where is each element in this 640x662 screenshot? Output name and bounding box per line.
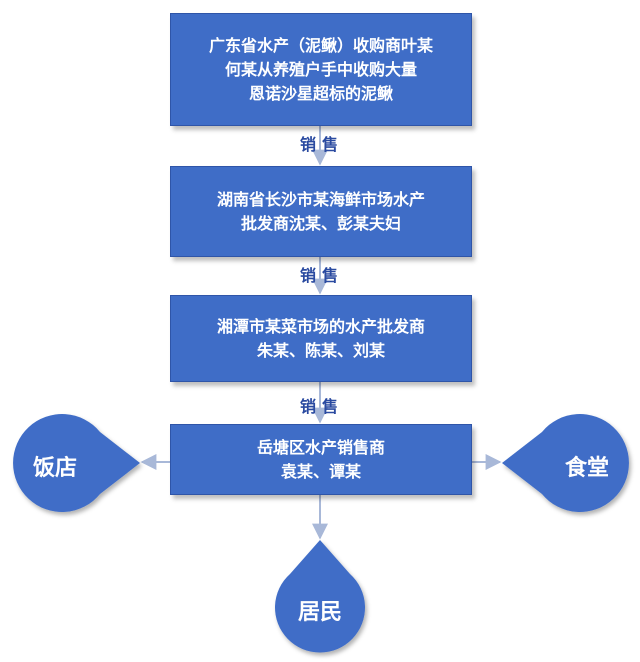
box-text-line: 何某从养殖户手中收购大量 (224, 59, 417, 79)
destination-residents-label: 居民 (297, 600, 342, 625)
box-text-line: 岳塘区水产销售商 (256, 437, 385, 457)
flow-box-xiangtan-wholesaler: 湘潭市某菜市场的水产批发商 朱某、陈某、刘某 (170, 295, 472, 382)
flow-box-changsha-wholesaler: 湖南省长沙市某海鲜市场水产 批发商沈某、彭某夫妇 (170, 166, 472, 257)
destination-canteen-label: 食堂 (564, 456, 609, 481)
droplet-bottom (275, 540, 365, 653)
edge-label-sell: 销售 (299, 135, 344, 154)
box-text-line: 湖南省长沙市某海鲜市场水产 (216, 189, 425, 209)
edge-label-sell: 销售 (299, 266, 344, 285)
flow-box-purchaser: 广东省水产（泥鳅）收购商叶某 何某从养殖户手中收购大量 恩诺沙星超标的泥鳅 (170, 13, 472, 126)
flow-box-yuetang-seller: 岳塘区水产销售商 袁某、谭某 (170, 424, 472, 495)
box-text-line: 广东省水产（泥鳅）收购商叶某 (208, 35, 433, 55)
droplet-right (502, 414, 629, 512)
box-text-line: 朱某、陈某、刘某 (256, 340, 385, 360)
destination-restaurant-label: 饭店 (32, 456, 77, 481)
box-text-line: 湘潭市某菜市场的水产批发商 (216, 316, 425, 336)
edge-label-sell: 销售 (299, 397, 344, 416)
droplet-left (13, 414, 141, 512)
box-text-line: 袁某、谭某 (280, 461, 361, 481)
box-text-line: 恩诺沙星超标的泥鳅 (248, 83, 393, 103)
box-text-line: 批发商沈某、彭某夫妇 (240, 213, 401, 233)
